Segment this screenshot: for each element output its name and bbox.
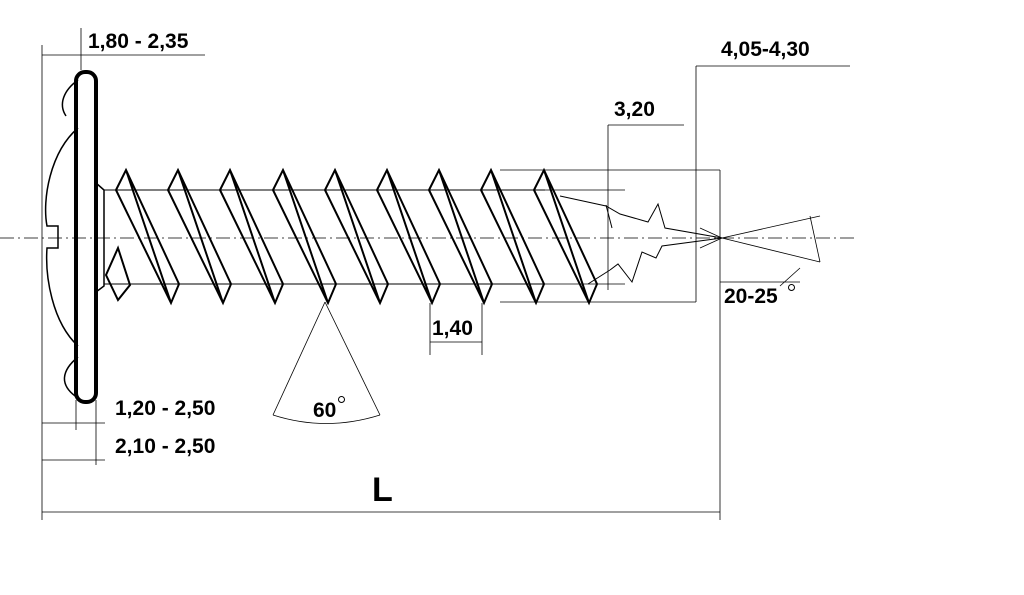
dimension-lines: [41, 28, 850, 520]
head-thickness-label: 1,20 - 2,50: [115, 397, 216, 420]
thread-crest: [219, 167, 285, 306]
thread-crest: [115, 167, 181, 306]
length-label: L: [372, 471, 393, 509]
thread-crest: [272, 167, 338, 306]
point-angle-label: 20-25: [724, 285, 778, 308]
head-total-label: 2,10 - 2,50: [115, 435, 216, 458]
thread-crest: [376, 167, 442, 306]
pitch-label: 1,40: [432, 317, 473, 340]
shank-diameter-label: 3,20: [614, 98, 655, 121]
screw-head: [44, 70, 105, 404]
thread-crest: [428, 167, 494, 306]
point-angle-lines: [699, 215, 821, 287]
screw-threads: [104, 167, 599, 306]
thread-crest-partial: [104, 245, 132, 302]
thread-crest: [167, 167, 233, 306]
thread-angle-degree-symbol: [338, 396, 345, 403]
thread-crest: [480, 167, 546, 306]
thread-angle-label: 60: [313, 399, 337, 422]
point-angle-degree-symbol: [788, 284, 795, 291]
head-height-label: 1,80 - 2,35: [88, 30, 189, 53]
screw-shank: [104, 189, 545, 285]
thread-diameter-label: 4,05-4,30: [721, 38, 810, 61]
thread-crest: [324, 167, 390, 306]
screw-tip: [559, 195, 723, 285]
